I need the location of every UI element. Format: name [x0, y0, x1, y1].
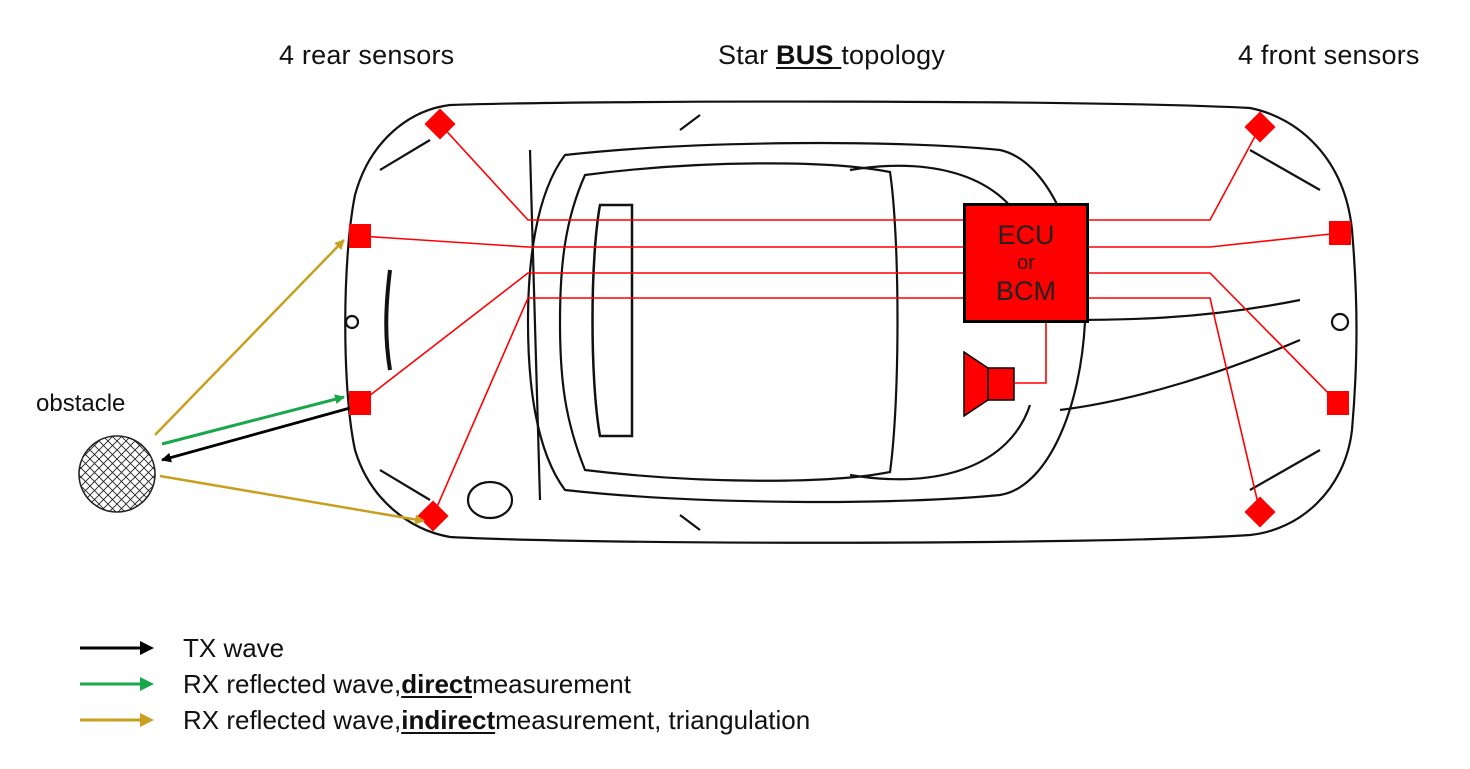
rx-indirect-arrow-icon: [80, 713, 154, 727]
tx-arrow-icon: [80, 641, 154, 655]
legend-text: RX reflected wave,: [183, 668, 402, 699]
front-sensor-3: [1327, 391, 1349, 415]
rear-sensor-3: [349, 391, 371, 415]
legend: TX wave RX reflected wave, direct measur…: [80, 630, 810, 738]
topology-suffix: topology: [841, 40, 946, 70]
car-outline: [344, 100, 1358, 544]
buzzer-wire: [1015, 323, 1047, 384]
legend-text: RX reflected wave,: [183, 704, 402, 735]
legend-emphasis: indirect: [401, 704, 496, 735]
bus-wire-rear-4: [432, 297, 963, 517]
legend-row-rx-direct: RX reflected wave, direct measurement: [80, 666, 810, 702]
legend-emphasis: direct: [401, 668, 473, 699]
legend-text: TX wave: [183, 632, 285, 663]
front-sensors-label: 4 front sensors: [1238, 40, 1420, 70]
bus-wire-front-4: [1089, 297, 1261, 513]
ecu-box: ECU or BCM: [963, 203, 1089, 323]
front-sensor-4: [1244, 496, 1276, 528]
bus-wire-front-1: [1089, 126, 1261, 221]
topology-bus: BUS: [776, 40, 842, 70]
rx-direct-arrow: [161, 394, 345, 446]
rear-sensor-4: [417, 500, 449, 532]
bus-wire-front-3: [1089, 272, 1339, 404]
front-sensor-1: [1244, 111, 1276, 143]
ecu-line1: ECU: [997, 219, 1055, 250]
topology-prefix: Star: [718, 40, 777, 70]
obstacle-icon: [78, 435, 156, 513]
tx-arrow: [161, 406, 351, 463]
buzzer-icon: [963, 350, 1015, 418]
bus-wiring: [359, 123, 1341, 517]
bus-wire-rear-2: [359, 235, 963, 248]
legend-text-suffix: measurement: [472, 668, 631, 699]
rear-sensor-2: [349, 224, 371, 248]
bus-wire-rear-3: [359, 272, 963, 404]
rear-sensor-1: [424, 108, 456, 140]
legend-row-tx: TX wave: [80, 630, 810, 666]
ecu-line3: BCM: [996, 276, 1056, 306]
obstacle-label: obstacle: [36, 390, 126, 417]
legend-row-rx-indirect: RX reflected wave, indirect measurement,…: [80, 702, 810, 738]
ecu-line2: or: [1017, 252, 1035, 274]
rx-direct-arrow-icon: [80, 677, 154, 691]
topology-title: Star BUS topology: [718, 40, 945, 71]
legend-text-suffix: measurement, triangulation: [495, 704, 811, 735]
rear-sensors-label: 4 rear sensors: [279, 40, 455, 70]
rx-indirect-arrow-upper: [154, 239, 345, 436]
bus-wire-rear-1: [439, 123, 963, 221]
front-sensor-2: [1329, 221, 1351, 245]
rear-sensors: [349, 108, 456, 532]
bus-wire-front-2: [1089, 232, 1341, 248]
rx-indirect-arrow-lower: [159, 474, 425, 525]
